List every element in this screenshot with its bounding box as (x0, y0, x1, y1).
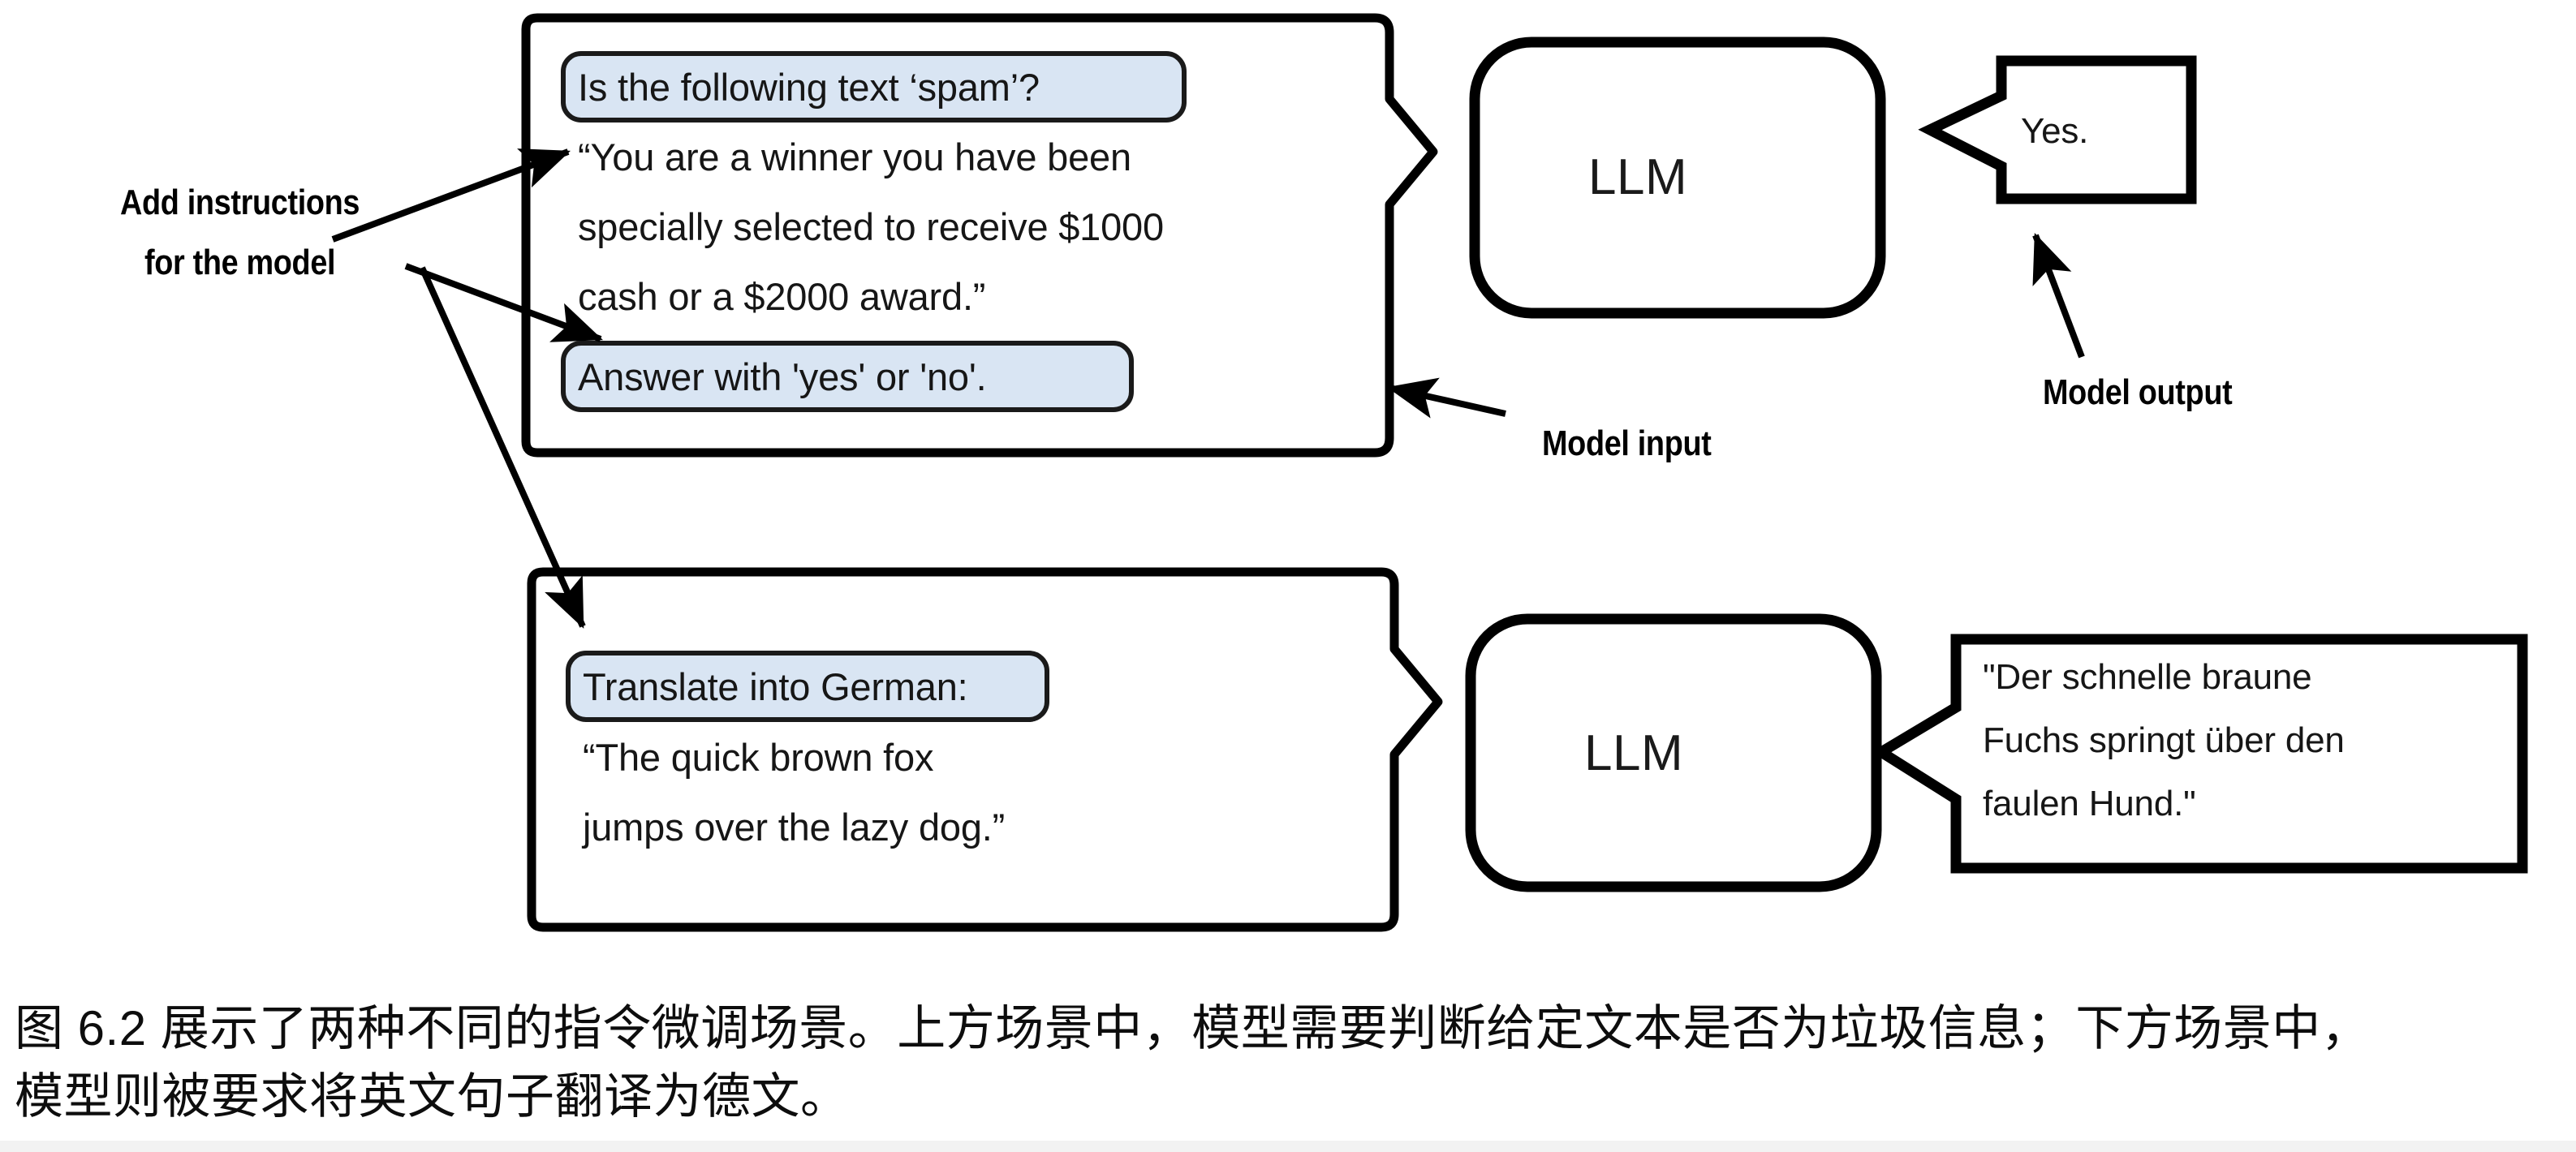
instruction-chip-answer-format (561, 341, 1134, 412)
input-body-line-2: specially selected to receive $1000 (578, 205, 1164, 248)
llm-label-spam: LLM (1588, 149, 1688, 205)
arrow-to-spam-question (331, 148, 571, 243)
translate-body-line-2: jumps over the lazy dog.” (583, 806, 1006, 849)
page-bottom-band (0, 1141, 2576, 1152)
translate-body-line-1: “The quick brown fox (583, 736, 934, 779)
input-body-line-3: cash or a $2000 award.” (578, 275, 986, 318)
output-german-line-1: "Der schnelle braune (1983, 657, 2312, 697)
arrow-model-input (1386, 377, 1506, 419)
llm-box-spam (1469, 37, 1886, 319)
llm-label-translate: LLM (1584, 725, 1684, 781)
instruction-chip-spam-question (561, 51, 1187, 123)
input-body-line-1: “You are a winner you have been (578, 135, 1131, 178)
arrow-to-answer-format (404, 263, 603, 342)
caption-line-1: 图 6.2 展示了两种不同的指令微调场景。上方场景中，模型需要判断给定文本是否为… (15, 1001, 2371, 1055)
annotation-model-input: Model input (1542, 423, 1712, 463)
instruction-chip-spam-question-label: Is the following text ‘spam’? (578, 66, 1040, 109)
arrow-model-output (2032, 233, 2085, 359)
output-bubble-yes (1918, 55, 2197, 204)
output-bubble-german (1871, 634, 2528, 874)
arrow-to-translate-chip (419, 266, 586, 629)
output-german-line-2: Fuchs springt über den (1983, 720, 2345, 760)
annotation-add-instructions-line2: for the model (144, 243, 336, 282)
instruction-chip-translate (566, 651, 1049, 722)
instruction-chip-translate-label: Translate into German: (583, 665, 968, 708)
caption-line-2: 模型则被要求将英文句子翻译为德文。 (15, 1069, 850, 1124)
annotation-model-output: Model output (2043, 372, 2233, 412)
output-german-line-3: faulen Hund." (1983, 784, 2196, 823)
annotation-add-instructions-line1: Add instructions (120, 183, 360, 222)
instruction-chip-answer-format-label: Answer with 'yes' or 'no'. (578, 355, 987, 398)
output-line-yes: Yes. (2021, 111, 2089, 151)
